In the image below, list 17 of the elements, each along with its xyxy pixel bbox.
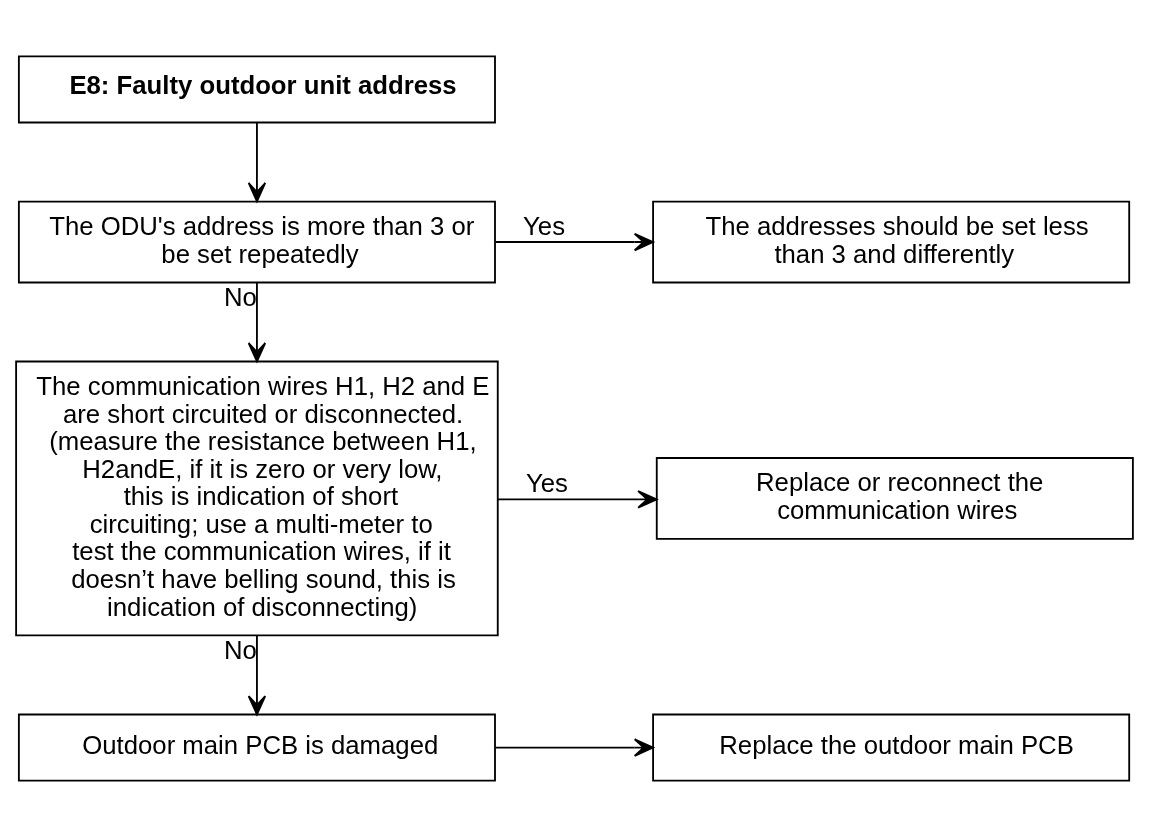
arrow — [497, 489, 658, 509]
edge-label: Yes — [523, 211, 566, 240]
node-box: Outdoor main PCB is damaged — [17, 713, 496, 782]
edge-label: No — [223, 635, 257, 664]
edge-label: Yes — [525, 468, 568, 497]
node-box: E8: Faulty outdoor unit address — [17, 54, 496, 123]
arrow — [247, 634, 267, 715]
arrow — [494, 232, 654, 251]
node-box: The communication wires H1, H2 and E are short circuited or disconnected. (measure the resistance between H1, H2andE, if it is zero or very low, this is indication of short circuiting; use a multi-meter to test the communication wires, if it doesn’t have belling sound, this is indication of disconnecting) — [15, 360, 499, 636]
node-box: Replace the outdoor main PCB — [652, 713, 1131, 782]
node-box: The addresses should be set less than 3 and differently — [652, 200, 1131, 283]
node-box: Replace or reconnect the communication wires — [655, 456, 1134, 540]
arrow — [247, 281, 267, 362]
edge-label: No — [223, 282, 257, 311]
node-box: The ODU's address is more than 3 or be set repeatedly — [17, 200, 496, 283]
arrow — [494, 737, 654, 757]
arrow — [247, 121, 267, 202]
